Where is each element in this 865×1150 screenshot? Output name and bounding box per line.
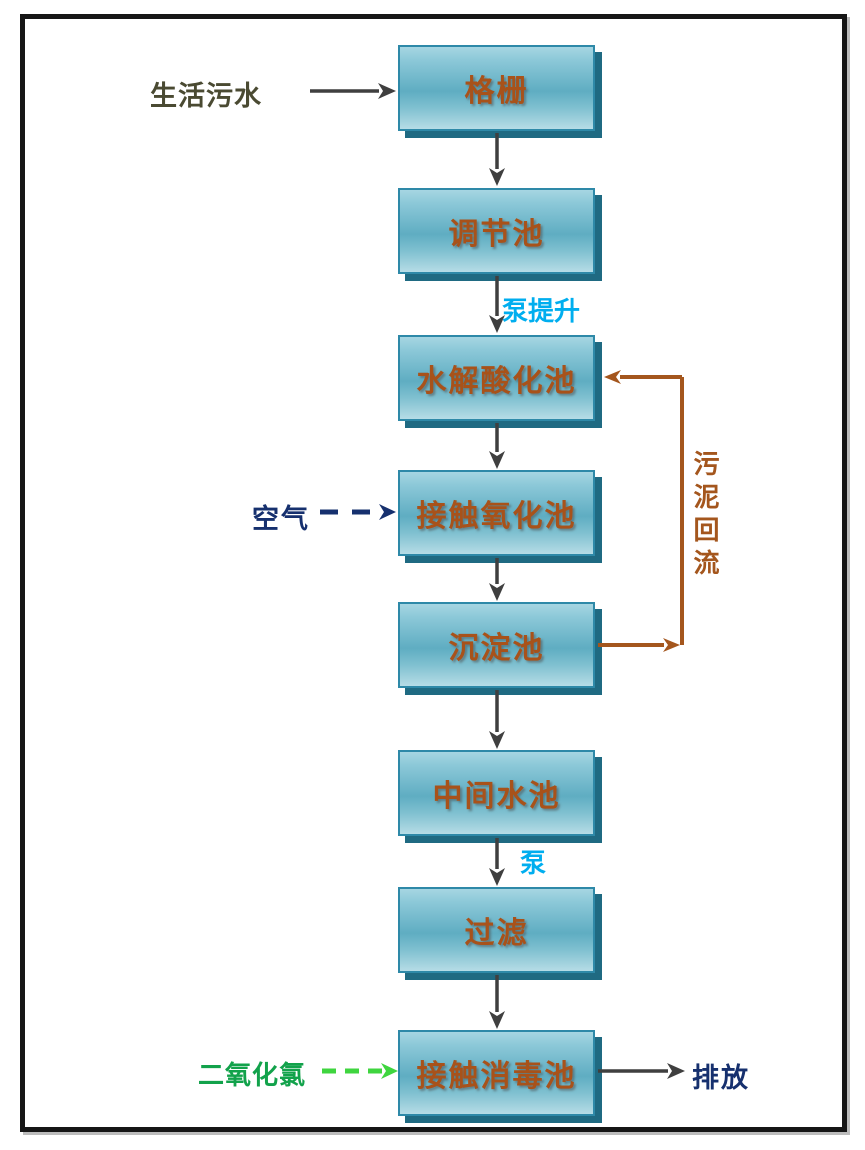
node-hydrolysis-acidification-tank: 水解酸化池 xyxy=(398,335,595,421)
node-contact-oxidation-tank-label: 接触氧化池 xyxy=(416,500,577,533)
node-contact-disinfection-tank: 接触消毒池 xyxy=(398,1030,595,1116)
air-label: 空气 xyxy=(252,504,310,534)
node-sedimentation-tank: 沉淀池 xyxy=(398,602,595,688)
discharge-label: 排放 xyxy=(692,1063,750,1093)
node-bar-screen: 格栅 xyxy=(398,45,595,131)
influent-label: 生活污水 xyxy=(150,81,262,111)
node-intermediate-water-tank: 中间水池 xyxy=(398,750,595,836)
pump-label: 泵 xyxy=(520,848,547,878)
pump-lift-label: 泵提升 xyxy=(502,296,581,326)
node-filtration-label: 过滤 xyxy=(464,917,529,950)
node-regulating-tank-label: 调节池 xyxy=(448,218,545,251)
node-filtration: 过滤 xyxy=(398,887,595,973)
node-contact-oxidation-tank: 接触氧化池 xyxy=(398,470,595,556)
node-bar-screen-label: 格栅 xyxy=(464,75,529,108)
chlorine-dioxide-label: 二氧化氯 xyxy=(198,1060,307,1090)
node-contact-disinfection-tank-label: 接触消毒池 xyxy=(416,1060,577,1093)
node-sedimentation-tank-label: 沉淀池 xyxy=(448,632,545,665)
node-intermediate-water-tank-label: 中间水池 xyxy=(432,780,561,813)
node-regulating-tank: 调节池 xyxy=(398,188,595,274)
sludge-return-label: 污泥回流 xyxy=(690,450,720,582)
node-hydrolysis-acidification-tank-label: 水解酸化池 xyxy=(416,365,577,398)
